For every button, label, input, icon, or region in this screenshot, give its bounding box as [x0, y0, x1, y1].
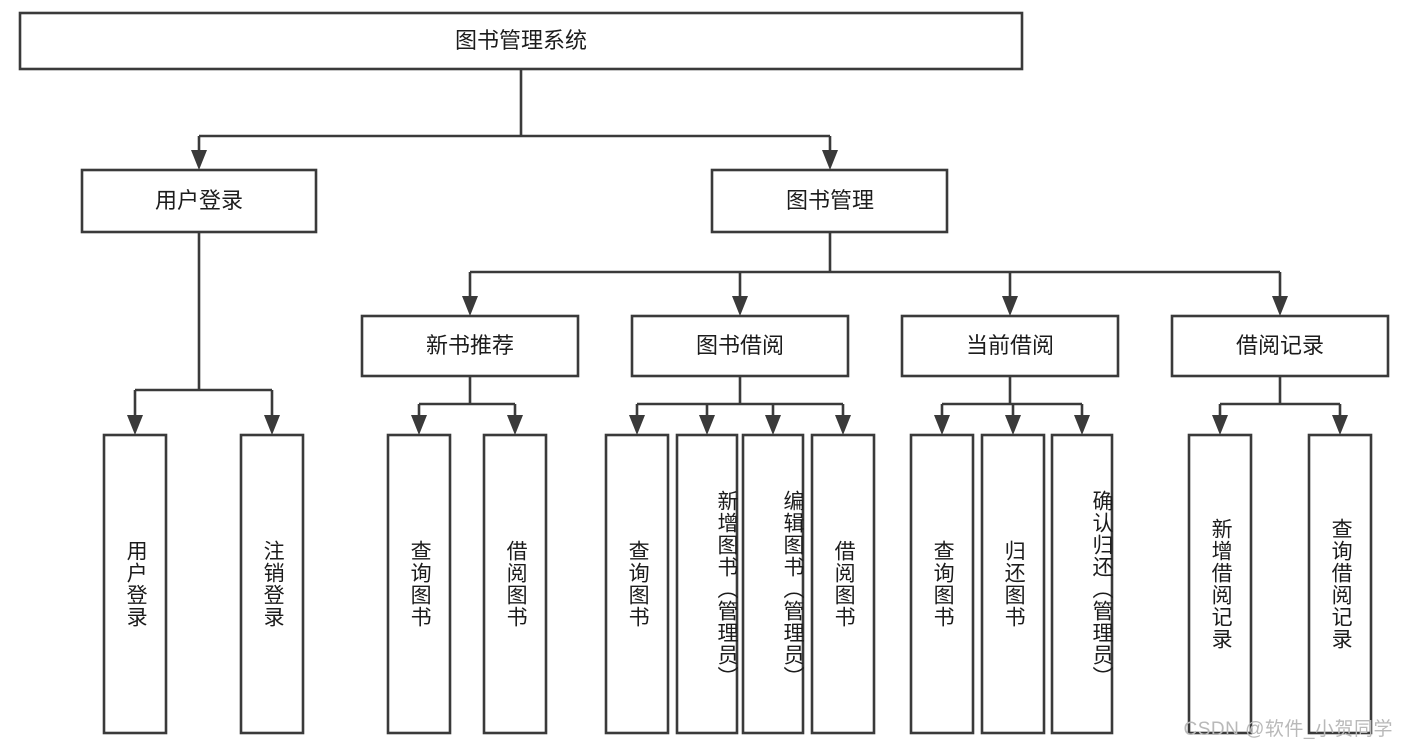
node-book-manage-box[interactable]: [710, 168, 949, 234]
node-current-borrow-box[interactable]: [900, 314, 1120, 378]
arrow-leaf-borrow-book-2: [835, 415, 851, 435]
arrow-leaf-confirm-return-admin: [1074, 415, 1090, 435]
arrow-to-book-borrow: [732, 296, 748, 316]
arrow-leaf-add-book-admin: [699, 415, 715, 435]
arrow-to-book-manage: [822, 150, 838, 170]
arrow-to-borrow-record: [1272, 296, 1288, 316]
node-leaf-borrow-book-2-box[interactable]: [810, 433, 876, 735]
arrow-leaf-query-book-1: [411, 415, 427, 435]
node-layer: 图书管理系统 用户登录 图书管理 新书推荐 图书借阅 当前借阅 借阅记录: [18, 11, 1390, 735]
watermark-text: CSDN @软件_小贺同学: [1183, 719, 1393, 740]
arrow-leaf-edit-book-admin: [765, 415, 781, 435]
node-borrow-record-label: 借阅记录: [1236, 333, 1324, 358]
arrow-to-current-borrow: [1002, 296, 1018, 316]
node-leaf-query-book-2-box[interactable]: [604, 433, 670, 735]
node-user-login-label: 用户登录: [155, 188, 243, 213]
arrow-leaf-logout: [264, 415, 280, 435]
arrow-leaf-query-book-2: [629, 415, 645, 435]
node-leaf-confirm-return-admin-box[interactable]: [1050, 433, 1114, 735]
node-book-borrow-box[interactable]: [630, 314, 850, 378]
node-leaf-return-book-box[interactable]: [980, 433, 1046, 735]
node-current-borrow-label: 当前借阅: [966, 333, 1054, 358]
node-user-login-box[interactable]: [80, 168, 318, 234]
connector-layer: [127, 69, 1348, 435]
node-root-label: 图书管理系统: [455, 28, 587, 53]
node-leaf-query-record-box[interactable]: [1307, 433, 1373, 735]
node-borrow-record-box[interactable]: [1170, 314, 1390, 378]
arrow-leaf-query-book-3: [934, 415, 950, 435]
arrow-leaf-add-record: [1212, 415, 1228, 435]
arrow-leaf-user-login: [127, 415, 143, 435]
node-new-book-recommend-label: 新书推荐: [426, 333, 514, 358]
node-root-box[interactable]: [18, 11, 1024, 71]
node-leaf-query-book-1-box[interactable]: [386, 433, 452, 735]
arrow-to-user-login: [191, 150, 207, 170]
node-leaf-borrow-book-1-box[interactable]: [482, 433, 548, 735]
arrow-leaf-return-book: [1005, 415, 1021, 435]
arrow-to-new-book-recommend: [462, 296, 478, 316]
node-new-book-recommend-box[interactable]: [360, 314, 580, 378]
node-leaf-query-book-3-box[interactable]: [909, 433, 975, 735]
node-leaf-add-record-box[interactable]: [1187, 433, 1253, 735]
node-leaf-logout-box[interactable]: [239, 433, 305, 735]
node-leaf-add-book-admin-box[interactable]: [675, 433, 739, 735]
node-leaf-user-login-box[interactable]: [102, 433, 168, 735]
arrow-leaf-borrow-book-1: [507, 415, 523, 435]
arrow-leaf-query-record: [1332, 415, 1348, 435]
node-leaf-edit-book-admin-box[interactable]: [741, 433, 805, 735]
node-book-borrow-label: 图书借阅: [696, 333, 784, 358]
node-book-manage-label: 图书管理: [786, 188, 874, 213]
